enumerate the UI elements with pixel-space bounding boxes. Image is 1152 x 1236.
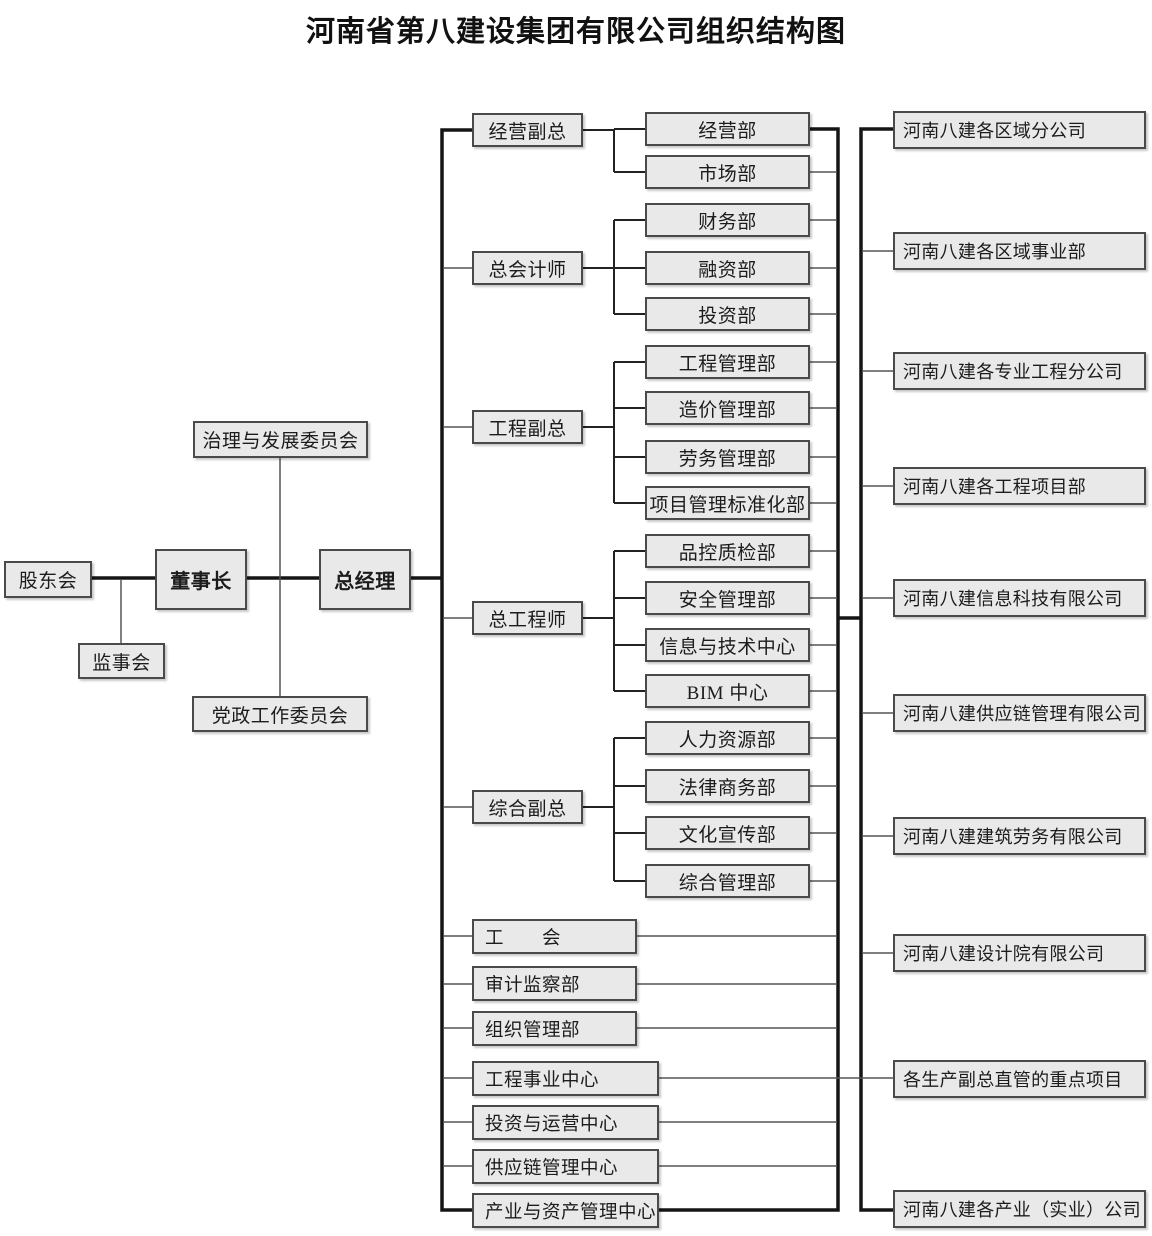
node-chief-accountant: 总会计师 bbox=[472, 251, 583, 285]
node-dept-hr: 人力资源部 bbox=[645, 721, 810, 755]
node-engineering-business-center: 工程事业中心 bbox=[472, 1061, 659, 1096]
node-chairman: 董事长 bbox=[155, 549, 247, 610]
node-sub-project-departments: 河南八建各工程项目部 bbox=[893, 467, 1146, 505]
node-dept-finance: 财务部 bbox=[645, 203, 810, 237]
node-dept-cost-mgmt: 造价管理部 bbox=[645, 391, 810, 425]
node-supply-chain-center: 供应链管理中心 bbox=[472, 1149, 659, 1184]
node-party-committee: 党政工作委员会 bbox=[192, 696, 368, 732]
node-dept-financing: 融资部 bbox=[645, 251, 810, 285]
node-dept-culture-publicity: 文化宣传部 bbox=[645, 816, 810, 850]
node-sub-regional-branches: 河南八建各区域分公司 bbox=[893, 111, 1146, 149]
node-sub-key-projects: 各生产副总直管的重点项目 bbox=[893, 1060, 1146, 1098]
node-dept-engineering-mgmt: 工程管理部 bbox=[645, 345, 810, 379]
node-supervisory-board: 监事会 bbox=[78, 643, 165, 679]
node-dept-investment: 投资部 bbox=[645, 297, 810, 331]
node-labor-union: 工 会 bbox=[472, 919, 637, 954]
node-dept-marketing: 市场部 bbox=[645, 155, 810, 189]
node-dept-bim-center: BIM 中心 bbox=[645, 674, 810, 708]
node-vp-operations: 经营副总 bbox=[472, 113, 583, 147]
node-sub-construction-labor-co: 河南八建建筑劳务有限公司 bbox=[893, 817, 1146, 855]
node-industry-asset-center: 产业与资产管理中心 bbox=[472, 1193, 659, 1228]
node-org-mgmt: 组织管理部 bbox=[472, 1011, 637, 1046]
chart-title: 河南省第八建设集团有限公司组织结构图 bbox=[305, 16, 846, 48]
node-sub-design-institute-co: 河南八建设计院有限公司 bbox=[893, 934, 1146, 972]
node-sub-specialty-branches: 河南八建各专业工程分公司 bbox=[893, 352, 1146, 390]
node-chief-engineer: 总工程师 bbox=[472, 601, 583, 635]
node-dept-legal-business: 法律商务部 bbox=[645, 769, 810, 803]
node-shareholders-meeting: 股东会 bbox=[4, 561, 92, 598]
node-dept-quality-control: 品控质检部 bbox=[645, 534, 810, 568]
node-sub-regional-business-units: 河南八建各区域事业部 bbox=[893, 232, 1146, 270]
node-governance-committee: 治理与发展委员会 bbox=[193, 421, 368, 458]
node-sub-supply-chain-co: 河南八建供应链管理有限公司 bbox=[893, 694, 1146, 732]
node-dept-general-mgmt: 综合管理部 bbox=[645, 864, 810, 898]
node-vp-general-affairs: 综合副总 bbox=[472, 790, 583, 824]
node-audit-supervision: 审计监察部 bbox=[472, 966, 637, 1001]
thick-lines bbox=[92, 127, 893, 1212]
node-dept-project-standardization: 项目管理标准化部 bbox=[645, 486, 810, 520]
node-dept-operations: 经营部 bbox=[645, 112, 810, 146]
node-vp-engineering: 工程副总 bbox=[472, 410, 583, 444]
node-dept-info-tech-center: 信息与技术中心 bbox=[645, 628, 810, 662]
thin-lines bbox=[120, 171, 893, 1167]
node-sub-info-tech-co: 河南八建信息科技有限公司 bbox=[893, 579, 1146, 617]
node-sub-industrial-companies: 河南八建各产业（实业）公司 bbox=[893, 1190, 1146, 1228]
node-investment-operations-center: 投资与运营中心 bbox=[472, 1105, 659, 1140]
fan-lines bbox=[583, 128, 645, 882]
node-dept-labor-mgmt: 劳务管理部 bbox=[645, 440, 810, 474]
node-dept-safety-mgmt: 安全管理部 bbox=[645, 581, 810, 615]
node-general-manager: 总经理 bbox=[319, 549, 411, 610]
